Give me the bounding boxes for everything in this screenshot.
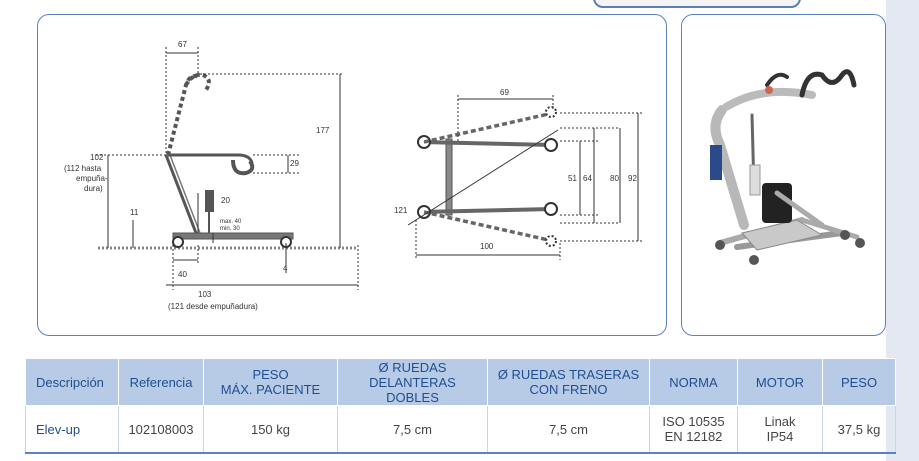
dim-clearance-max: max. 40 xyxy=(220,219,242,225)
boom-raised xyxy=(166,74,201,156)
cell-ruedas-traseras: 7,5 cm xyxy=(487,405,650,454)
dim-outer-a: 80 xyxy=(610,174,619,183)
cell-ruedas-delanteras: 7,5 cm xyxy=(337,405,488,454)
dim-boom-note-3: dura) xyxy=(84,184,103,193)
hook xyxy=(231,159,255,176)
dimension-diagram-panel: 67 177 29 102 (112 hasta empuña- dura) 1… xyxy=(37,14,667,336)
dim-total-length: 103 xyxy=(198,290,212,299)
dim-top-width: 67 xyxy=(178,40,187,49)
dim-boom-note-1: (112 hasta xyxy=(64,164,102,173)
top-leg xyxy=(420,207,554,214)
angle-line xyxy=(407,129,559,226)
dim-clearance-min: min. 30 xyxy=(220,226,240,232)
dim-total-length-note: (121 desde empuñadura) xyxy=(168,302,258,311)
cell-peso-max: 150 kg xyxy=(203,405,338,454)
top-mast-bar xyxy=(445,138,453,216)
top-leg-open xyxy=(423,111,554,144)
cell-peso: 37,5 kg xyxy=(822,405,896,454)
patient-lift-photo xyxy=(710,69,865,265)
dim-top-total-length: 100 xyxy=(480,242,494,251)
cell-referencia: 102108003 xyxy=(118,405,204,454)
dim-angle: 121 xyxy=(394,206,408,215)
base-frame xyxy=(172,232,294,240)
header-norma: NORMA xyxy=(649,358,738,406)
header-descripcion: Descripción xyxy=(25,358,119,406)
cell-descripcion: Elev-up xyxy=(25,405,119,454)
dim-hook-drop: 29 xyxy=(290,159,299,168)
dim-total-height: 177 xyxy=(316,126,330,135)
top-leg xyxy=(420,140,554,147)
wheel xyxy=(172,236,184,248)
dim-pad-height: 20 xyxy=(221,196,230,205)
dim-open-span: 69 xyxy=(500,88,509,97)
previous-card-edge xyxy=(593,0,801,8)
dim-front-depth: 40 xyxy=(178,270,187,279)
dim-boom-height: 102 xyxy=(90,153,104,162)
boom xyxy=(168,153,254,164)
header-peso: PESO xyxy=(822,358,896,406)
header-motor: MOTOR xyxy=(737,358,823,406)
dimension-drawing: 67 177 29 102 (112 hasta empuña- dura) 1… xyxy=(64,40,644,311)
mast xyxy=(164,154,198,234)
dim-outer-b: 92 xyxy=(628,174,637,183)
top-wheel xyxy=(544,138,558,152)
knee-pad xyxy=(205,190,214,212)
product-photo-panel xyxy=(681,14,886,336)
top-wheel xyxy=(544,202,558,216)
dim-boom-note-2: empuña- xyxy=(76,174,108,183)
table-row: Elev-up 102108003 150 kg 7,5 cm 7,5 cm I… xyxy=(25,405,896,454)
top-leg-open xyxy=(423,210,554,243)
top-wheel xyxy=(417,135,431,149)
dim-inner-a: 51 xyxy=(568,174,577,183)
dim-low-pad: 11 xyxy=(130,208,139,217)
dim-ground-clearance: 4 xyxy=(283,264,288,273)
header-referencia: Referencia xyxy=(118,358,204,406)
dim-inner-b: 64 xyxy=(583,174,592,183)
